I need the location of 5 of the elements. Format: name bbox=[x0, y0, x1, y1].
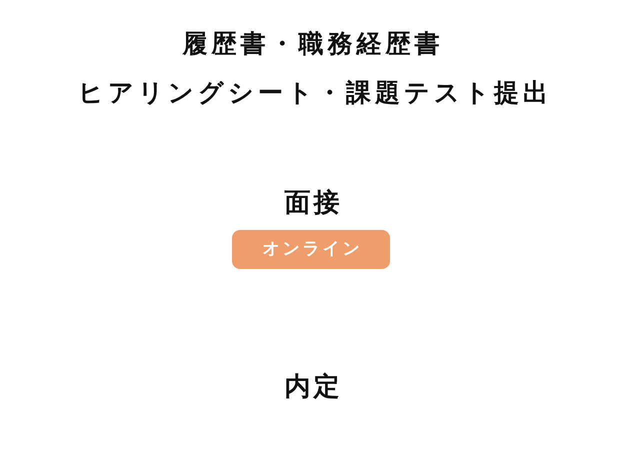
step-heading: 内定 bbox=[284, 374, 342, 400]
step-heading: 面接 bbox=[284, 190, 342, 216]
step-heading: ヒアリングシート・課題テスト提出 bbox=[77, 80, 552, 104]
step-heading: 履歴書・職務経歴書 bbox=[181, 30, 444, 56]
badge: オンライン bbox=[232, 230, 390, 269]
